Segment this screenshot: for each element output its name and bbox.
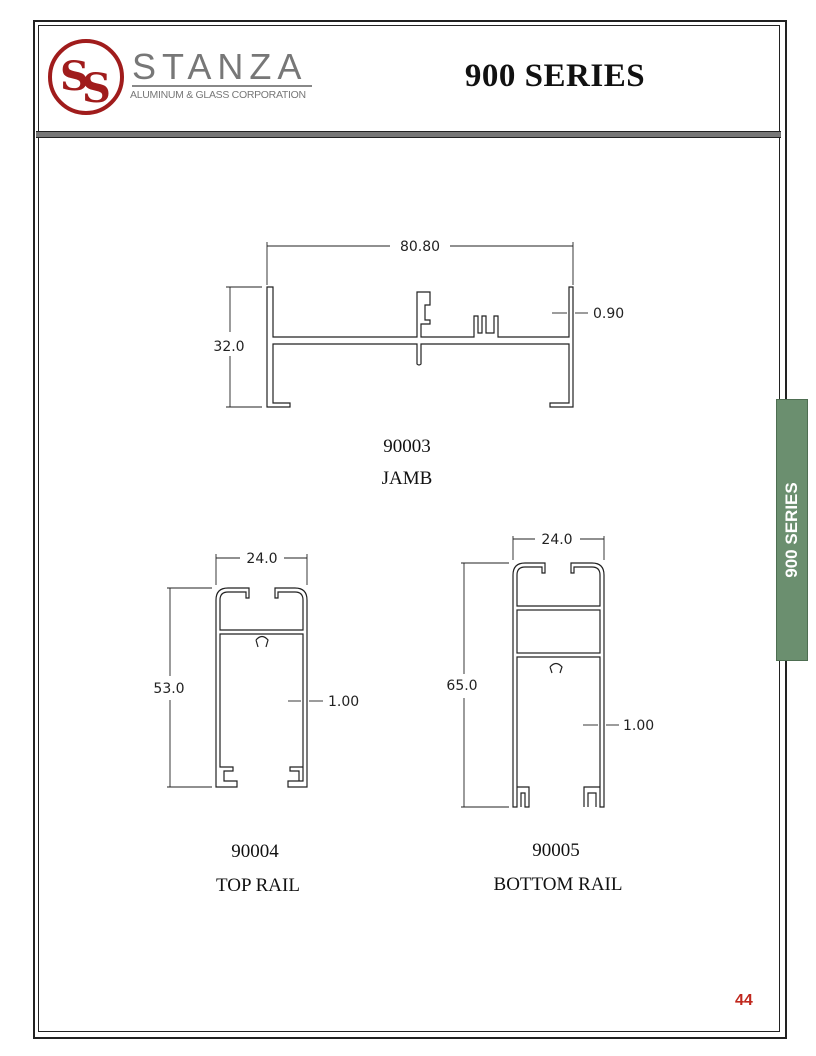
jamb-thickness-dim: 0.90: [593, 306, 624, 322]
top-rail-profile-drawing: [215, 587, 308, 788]
jamb-code: 90003: [383, 436, 431, 457]
top-rail-dimensions: [167, 554, 323, 788]
svg-text:S: S: [82, 65, 111, 112]
stanza-logo-icon: S S: [48, 39, 124, 115]
jamb-dimensions: [226, 242, 588, 408]
section-tab[interactable]: 900 SERIES: [776, 399, 808, 661]
bottom-rail-name: BOTTOM RAIL: [493, 874, 623, 895]
brand-subtitle: ALUMINUM & GLASS CORPORATION: [130, 89, 306, 101]
page-number: 44: [735, 992, 753, 1009]
bottom-rail-profile-drawing: [512, 562, 605, 808]
jamb-width-dim: 80.80: [400, 239, 440, 255]
brand-name: STANZA: [132, 46, 308, 87]
brand-underline: [132, 85, 312, 87]
header-divider: [36, 131, 781, 138]
jamb-name: JAMB: [381, 468, 433, 489]
top-rail-width-dim: 24.0: [246, 551, 277, 567]
bottom-rail-width-dim: 24.0: [541, 532, 572, 548]
bottom-rail-thickness-dim: 1.00: [623, 718, 654, 734]
bottom-rail-height-dim: 65.0: [446, 678, 477, 694]
bottom-rail-code: 90005: [532, 840, 580, 861]
jamb-height-dim: 32.0: [213, 339, 244, 355]
top-rail-thickness-dim: 1.00: [328, 694, 359, 710]
top-rail-code: 90004: [231, 841, 279, 862]
page-title: 900 SERIES: [464, 58, 646, 94]
jamb-profile-drawing: [266, 286, 574, 408]
top-rail-name: TOP RAIL: [216, 875, 300, 896]
top-rail-height-dim: 53.0: [153, 681, 184, 697]
svg-text:S: S: [60, 53, 89, 100]
bottom-rail-dimensions: [461, 536, 619, 808]
